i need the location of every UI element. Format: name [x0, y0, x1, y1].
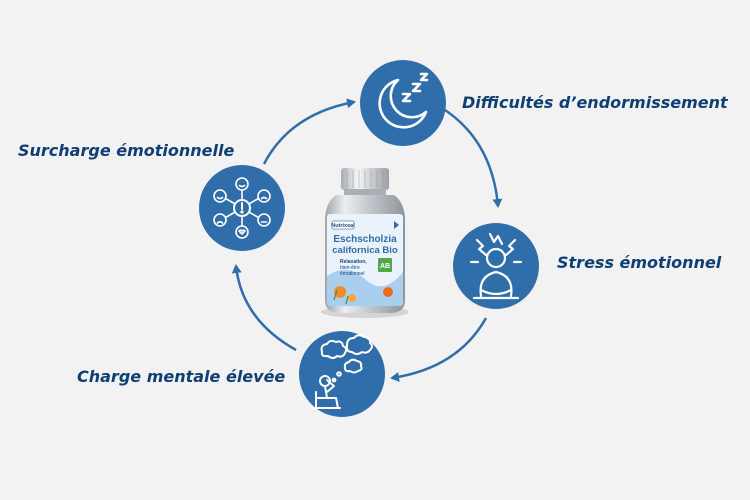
label-sleep-difficulties: Difficultés d’endormissement [462, 93, 728, 112]
arrow-top-right [441, 106, 503, 208]
node-stress [453, 223, 539, 309]
label-emotional-stress: Stress émotionnel [557, 253, 722, 272]
stressed-person-icon [469, 232, 523, 300]
product-claim-3: émotionnel [340, 271, 364, 277]
node-emotional-overload [199, 165, 285, 251]
arrow-top-left [262, 98, 356, 165]
label-mental-load: Charge mentale élevée [77, 367, 286, 386]
arrow-bottom-right [390, 317, 488, 382]
moon-sleep-icon [378, 72, 429, 129]
product-name-line1: Eschscholzia [333, 234, 397, 245]
node-sleep [360, 60, 446, 146]
product-bottle: Nutrixeal Eschscholzia californica Bio R… [321, 168, 409, 318]
arrow-bottom-left [231, 264, 297, 352]
product-name-line2: californica Bio [332, 245, 398, 256]
thinking-person-icon [311, 334, 373, 409]
label-emotional-overload: Surcharge émotionnelle [18, 141, 235, 160]
emotions-network-icon [213, 177, 271, 239]
product-brand: Nutrixeal [331, 223, 355, 229]
product-claim-1: Relaxation, [340, 259, 367, 265]
product-claim-2: bien-être [340, 265, 360, 271]
node-mental-load [299, 331, 385, 417]
organic-badge-text: AB [380, 263, 390, 270]
organic-badge [378, 258, 392, 272]
